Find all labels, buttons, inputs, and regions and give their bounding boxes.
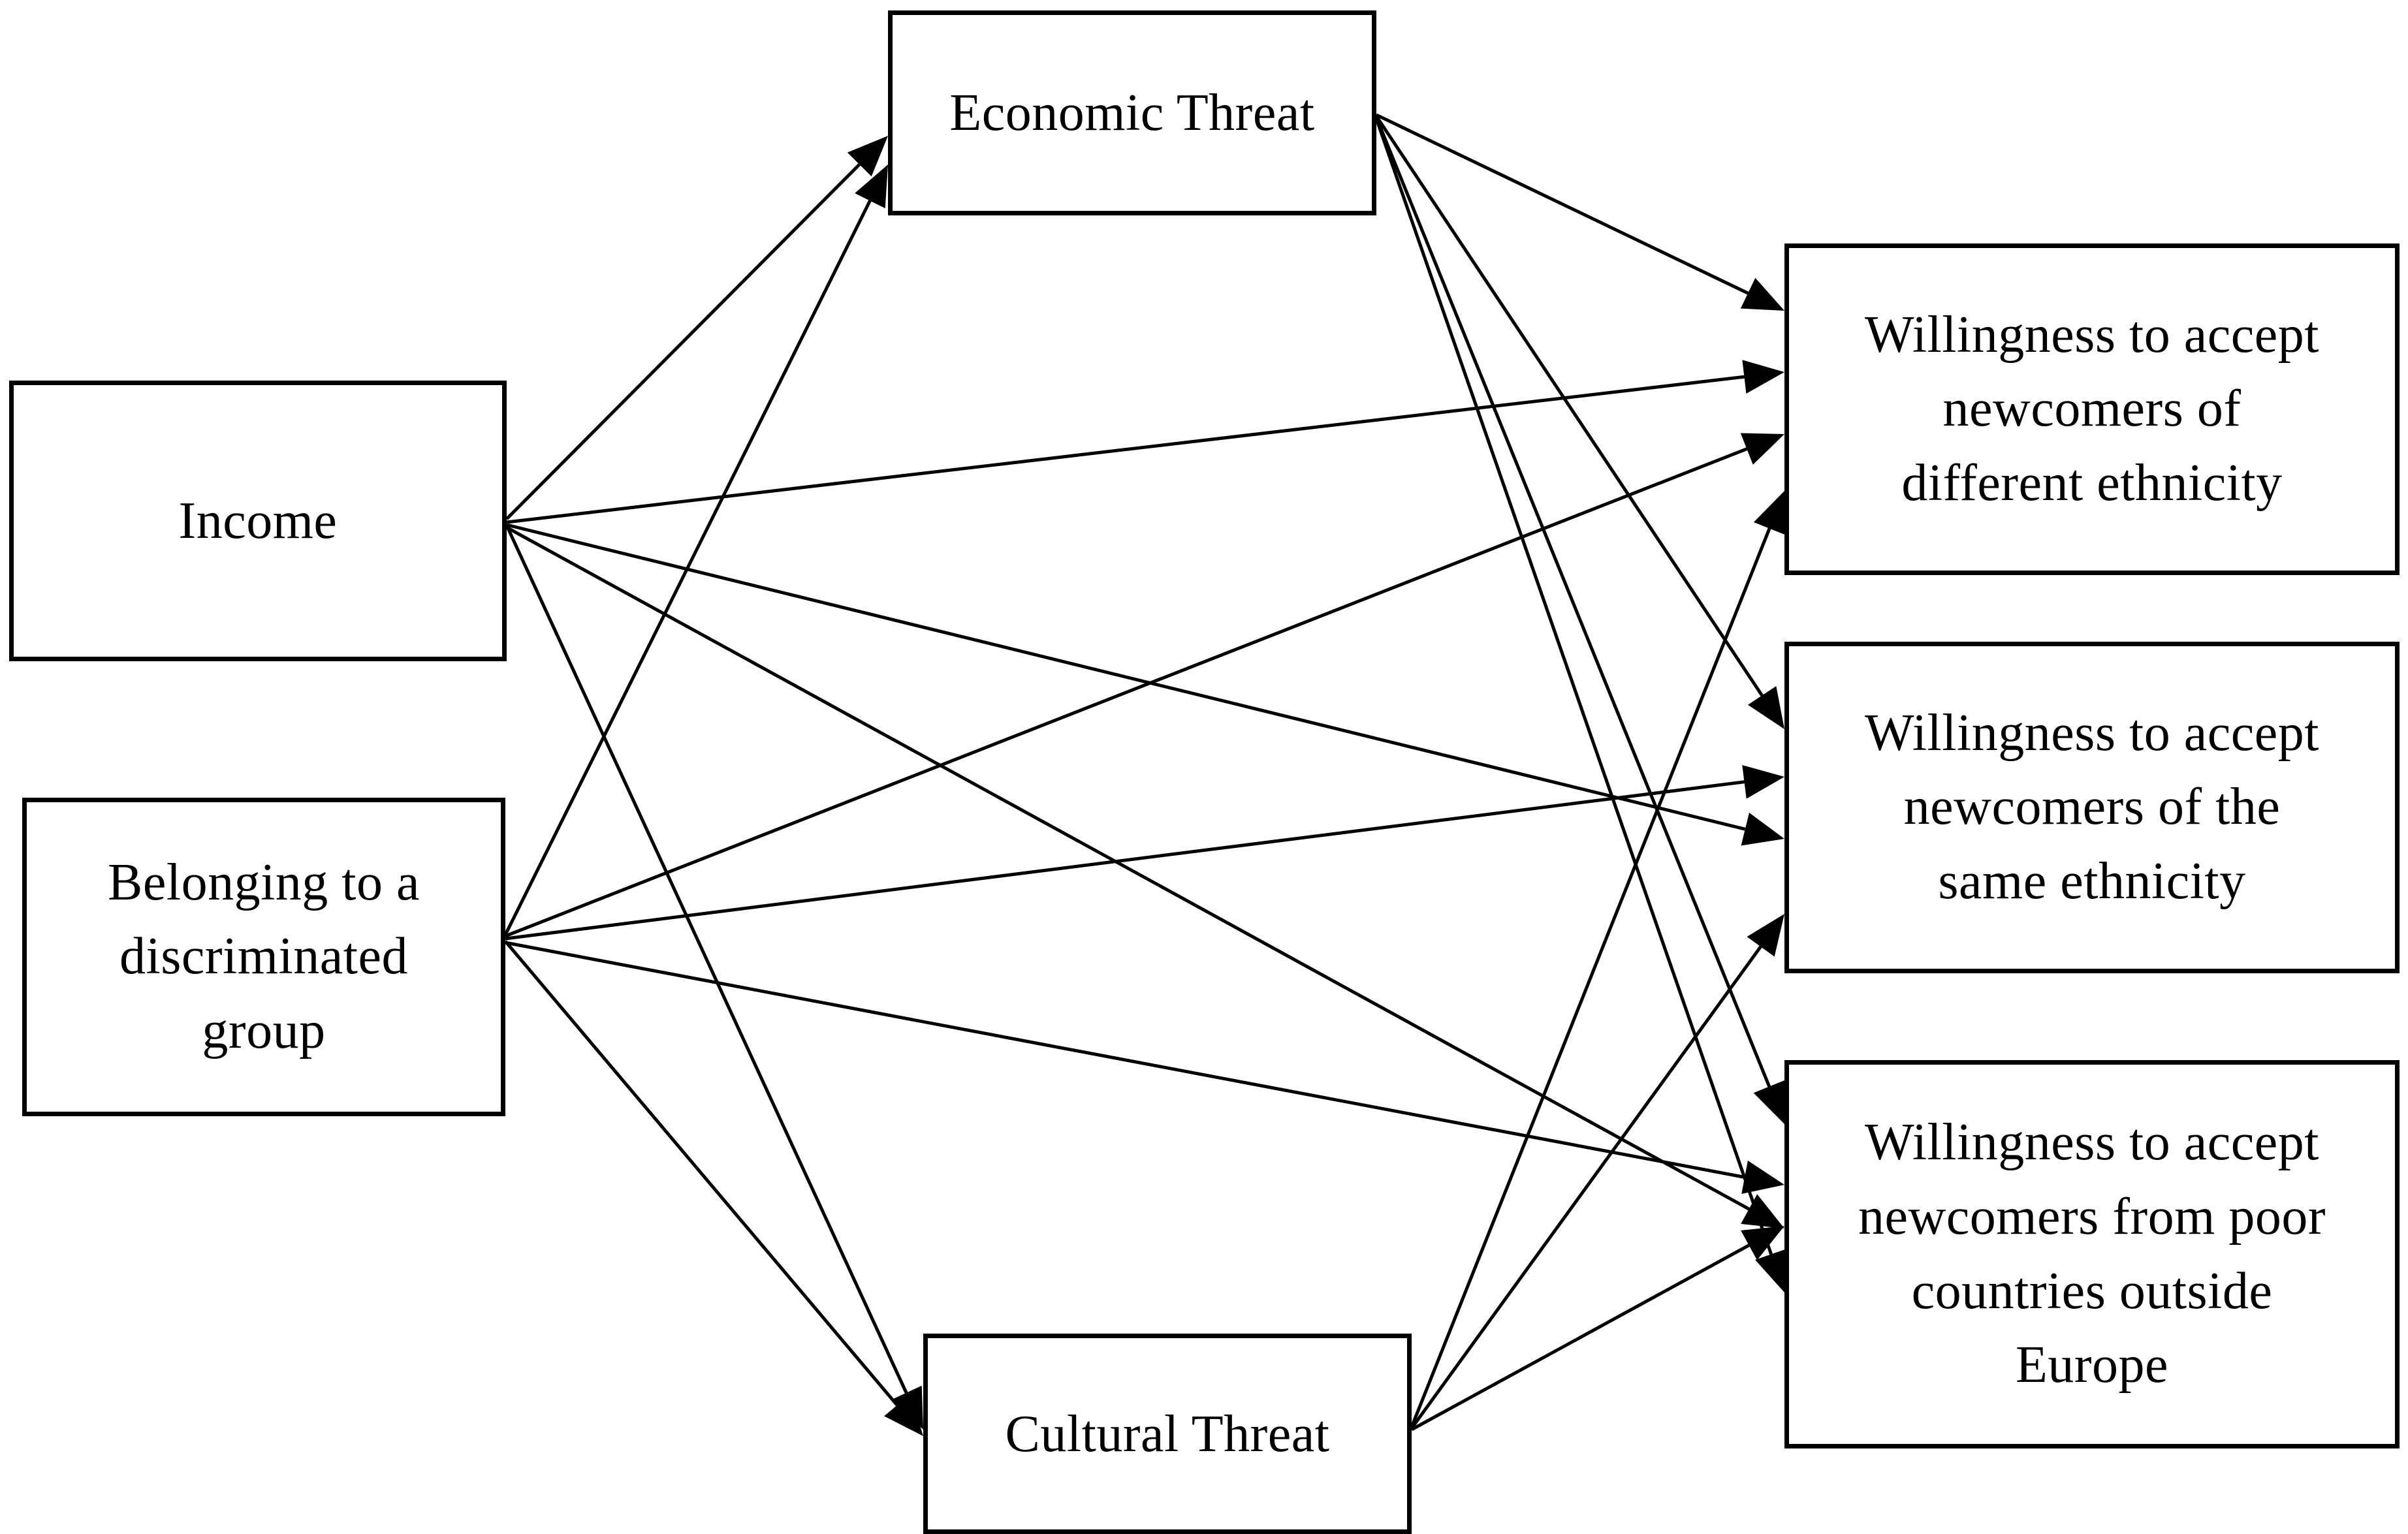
node-cultural-threat[interactable]: Cultural Threat — [923, 1334, 1412, 1534]
node-willingness-different-ethnicity-label: Willingness to accept newcomers of diffe… — [1865, 305, 2319, 512]
node-belonging-label: Belonging to a discriminated group — [107, 853, 420, 1059]
node-economic-threat[interactable]: Economic Threat — [888, 10, 1376, 215]
edge-economic-threat-to-willingness-different-ethnicity — [1375, 113, 1749, 295]
arrowhead-icon-belonging-to-willingness-poor-countries — [1741, 1160, 1784, 1195]
arrowhead-icon-economic-threat-to-willingness-poor-countries-b — [1755, 1248, 1788, 1292]
arrowhead-icon-income-to-economic-threat — [847, 136, 888, 177]
edge-income-to-willingness-same-ethnicity — [506, 523, 1746, 831]
edge-economic-threat-to-willingness-poor-countries — [1374, 117, 1771, 1088]
edge-belonging-to-economic-threat — [503, 200, 872, 936]
edge-income-to-willingness-poor-countries — [505, 525, 1750, 1211]
edge-economic-threat-to-willingness-poor-countries-b — [1374, 118, 1773, 1255]
edge-cultural-threat-to-willingness-same-ethnicity — [1410, 945, 1762, 1430]
node-belonging-to-a-discriminated-group[interactable]: Belonging to a discriminated group — [22, 798, 505, 1116]
arrowhead-icon-cultural-threat-to-willingness-same-ethnicity — [1747, 914, 1784, 957]
edge-belonging-to-willingness-same-ethnicity — [505, 780, 1745, 941]
edges-group — [503, 113, 1788, 1436]
arrowhead-icon-income-to-willingness-poor-countries — [1741, 1194, 1784, 1229]
arrowhead-icon-belonging-to-willingness-same-ethnicity — [1742, 764, 1784, 799]
edge-income-to-willingness-different-ethnicity — [506, 375, 1745, 524]
edge-belonging-to-cultural-threat — [504, 940, 898, 1407]
edge-income-to-economic-threat — [505, 163, 861, 520]
arrowhead-icon-income-to-willingness-different-ethnicity — [1742, 360, 1784, 394]
arrowhead-icon-income-to-willingness-same-ethnicity — [1741, 812, 1784, 846]
edge-cultural-threat-to-willingness-different-ethnicity — [1410, 527, 1771, 1428]
edge-belonging-to-willingness-different-ethnicity — [505, 447, 1748, 938]
node-willingness-poor-countries[interactable]: Willingness to accept newcomers from poo… — [1784, 1060, 2400, 1448]
node-income[interactable]: Income — [9, 381, 507, 661]
arrowhead-icon-economic-threat-to-willingness-poor-countries — [1753, 1080, 1785, 1124]
edge-cultural-threat-to-willingness-poor-countries — [1410, 1244, 1750, 1432]
arrowhead-icon-cultural-threat-to-willingness-poor-countries — [1741, 1226, 1784, 1260]
node-income-label: Income — [178, 492, 338, 550]
node-cultural-threat-label: Cultural Threat — [1005, 1405, 1330, 1463]
node-willingness-different-ethnicity[interactable]: Willingness to accept newcomers of diffe… — [1784, 243, 2400, 575]
edge-income-to-cultural-threat — [505, 524, 908, 1394]
arrowhead-icon-belonging-to-cultural-threat — [884, 1394, 923, 1436]
node-economic-threat-label: Economic Threat — [949, 84, 1315, 142]
arrowhead-icon-belonging-to-willingness-different-ethnicity — [1740, 433, 1784, 465]
node-willingness-poor-countries-label: Willingness to accept newcomers from poo… — [1858, 1114, 2326, 1394]
arrowhead-icon-economic-threat-to-willingness-different-ethnicity — [1740, 277, 1784, 311]
arrowhead-icon-cultural-threat-to-willingness-different-ethnicity — [1753, 491, 1786, 535]
arrowhead-icon-economic-threat-to-willingness-same-ethnicity — [1748, 685, 1784, 729]
node-willingness-same-ethnicity-label: Willingness to accept newcomers of the s… — [1865, 704, 2319, 910]
edge-economic-threat-to-willingness-same-ethnicity — [1374, 115, 1764, 697]
edge-belonging-to-willingness-poor-countries — [505, 941, 1745, 1179]
arrowhead-icon-belonging-to-economic-threat — [855, 164, 888, 209]
node-willingness-same-ethnicity[interactable]: Willingness to accept newcomers of the s… — [1784, 642, 2400, 973]
